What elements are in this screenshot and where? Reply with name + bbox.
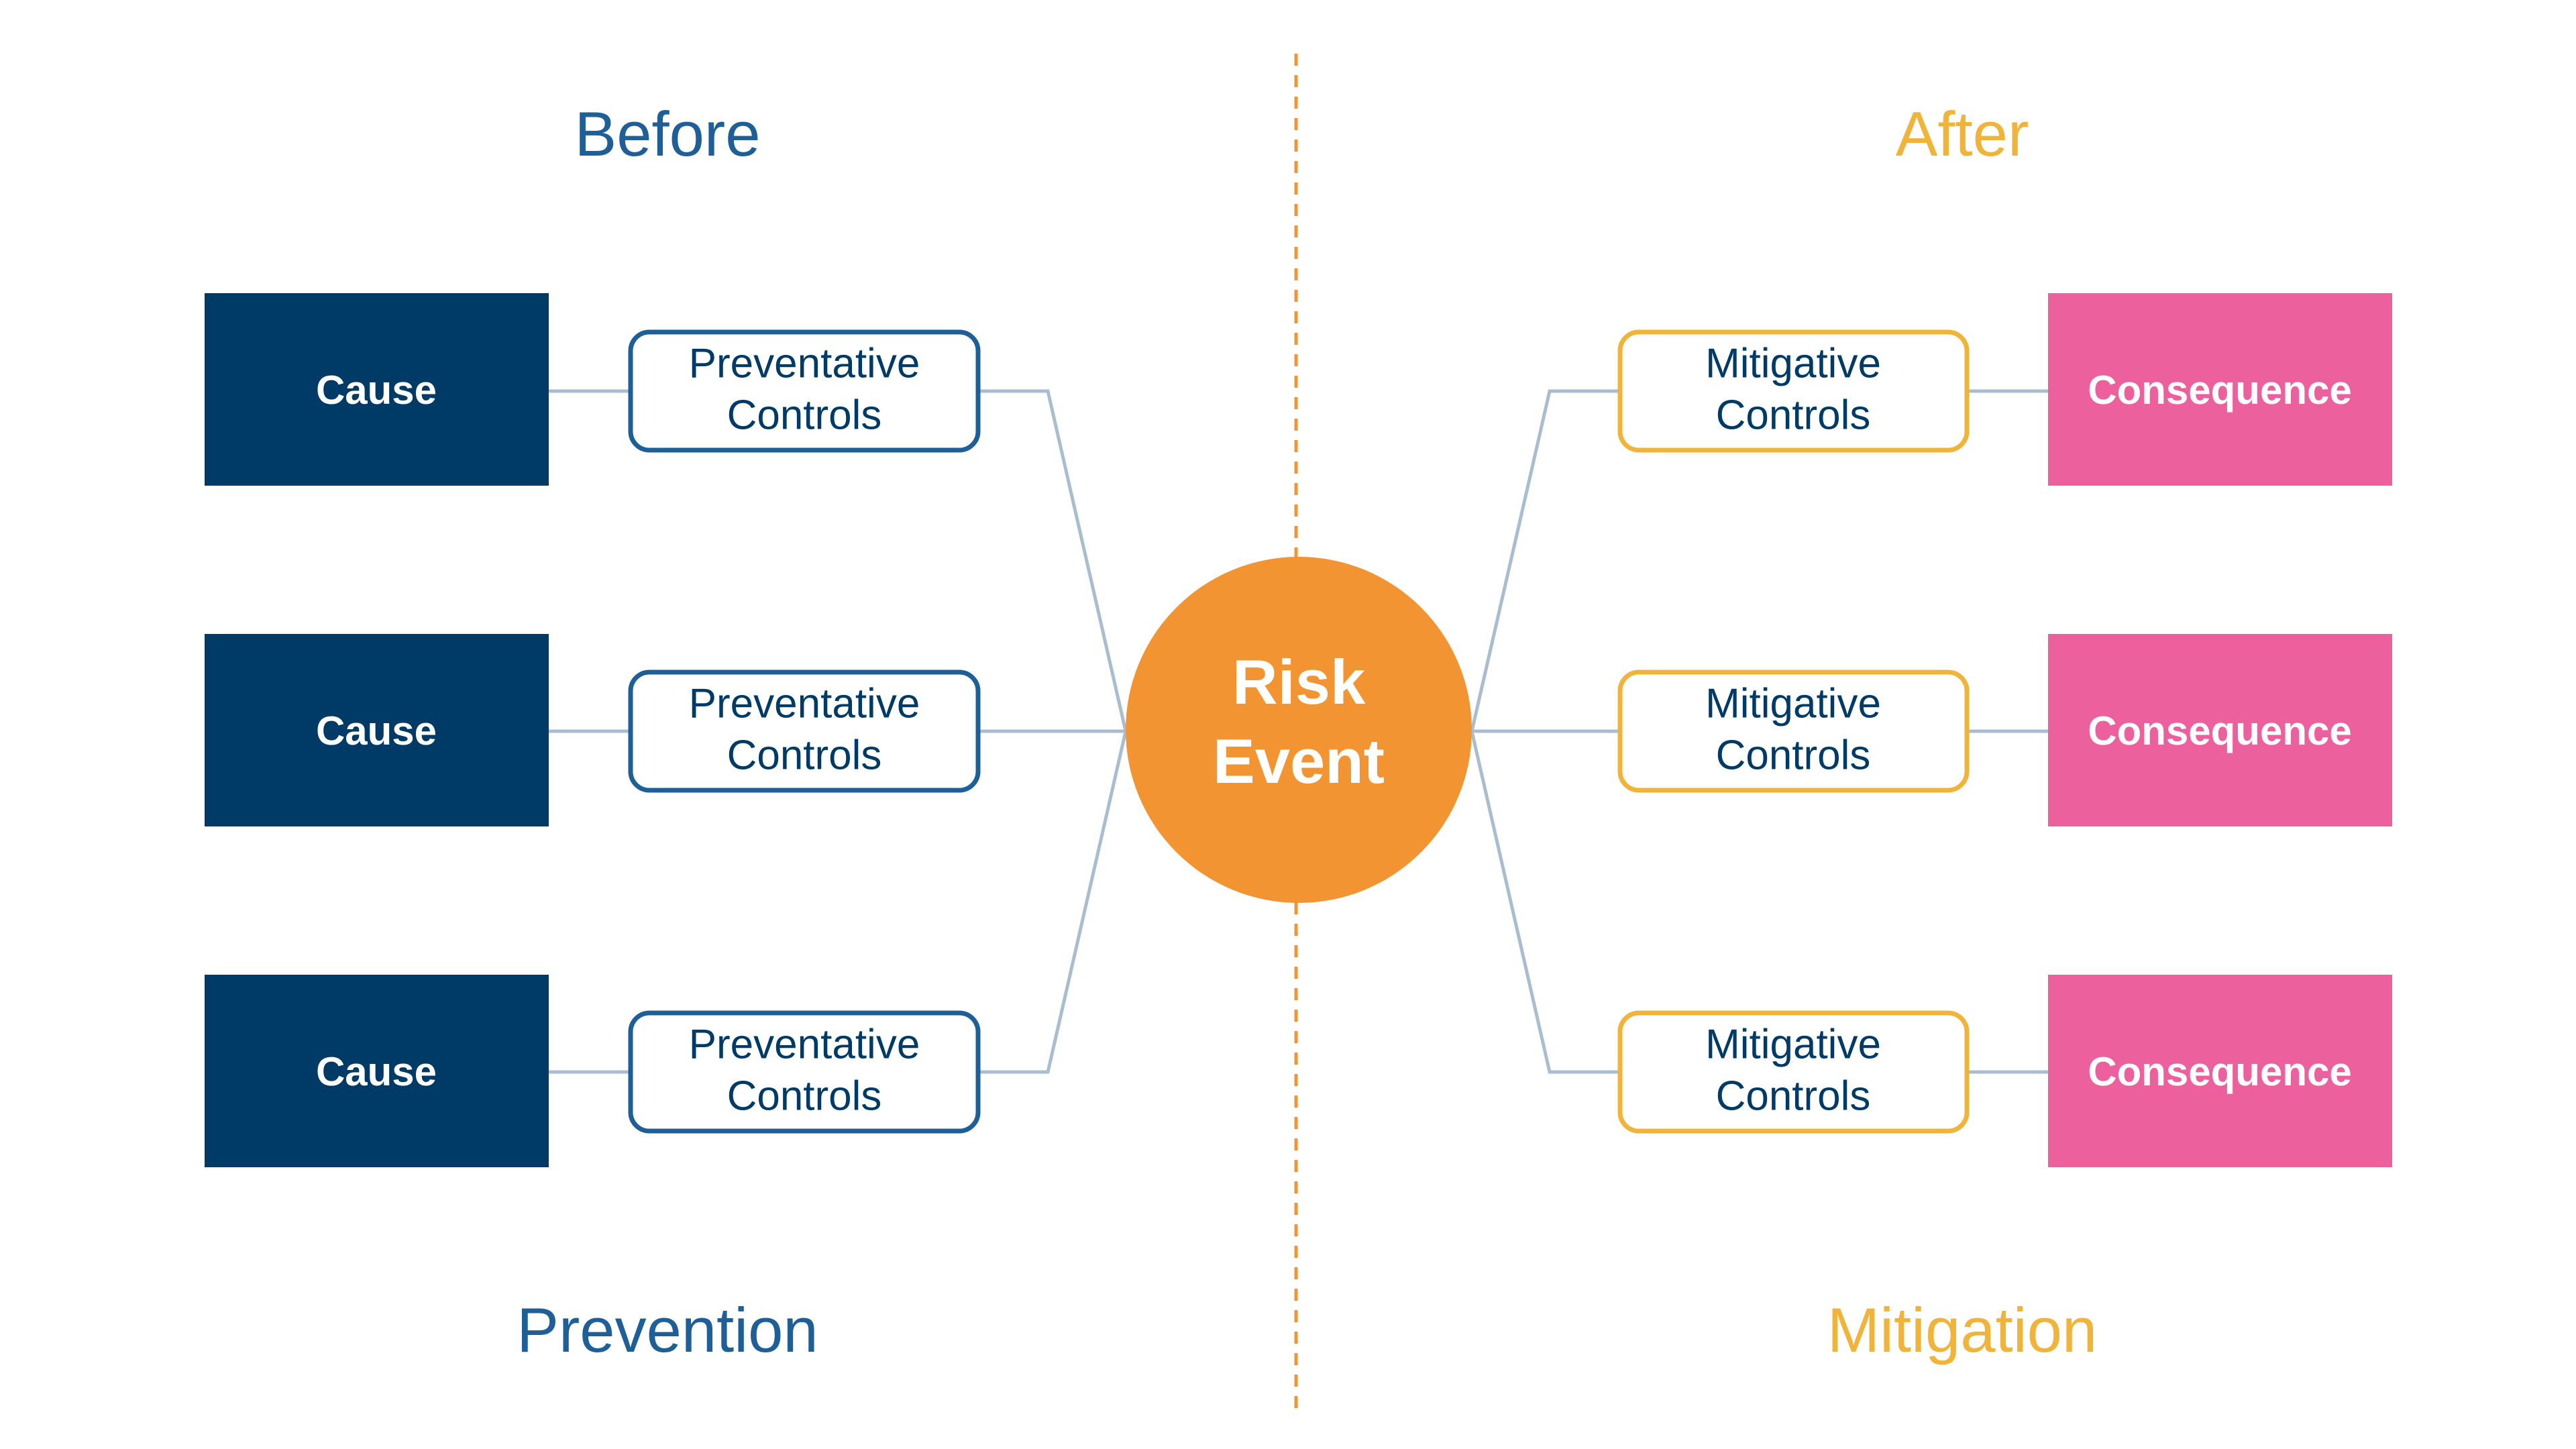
risk-to-control-connector [1470,731,1620,1074]
preventative-controls-node: Preventative Controls [628,1010,981,1134]
preventative-controls-box [628,669,981,793]
mitigative-controls-label-line2: Controls [1716,1073,1871,1119]
consequence-box [2048,293,2392,486]
mitigative-controls-label-line1: Mitigative [1705,680,1881,727]
heading-prevention: Prevention [517,1295,818,1365]
risk-event-node: Risk Event [1126,557,1472,903]
right-connectors [1470,389,2048,1074]
consequence-node: Consequence [2048,634,2392,826]
consequence-label: Consequence [2088,368,2351,413]
mitigative-controls-box [1617,1010,1970,1134]
cause-node: Cause [205,634,549,826]
heading-before: Before [575,99,761,169]
risk-event-label-line2: Event [1213,726,1385,796]
mitigative-controls-label-line1: Mitigative [1705,340,1881,386]
cause-node: Cause [205,975,549,1167]
risk-event-label-line1: Risk [1232,647,1366,717]
mitigative-controls-box [1617,669,1970,793]
mitigative-controls-label-line1: Mitigative [1705,1021,1881,1067]
control-to-risk-connector [978,389,1128,732]
heading-mitigation: Mitigation [1827,1295,2097,1365]
preventative-controls-label-line2: Controls [727,732,882,778]
preventative-controls-label-line1: Preventative [689,1021,920,1067]
mitigative-controls-node: Mitigative Controls [1617,329,1970,453]
preventative-controls-node: Preventative Controls [628,329,981,453]
cause-box [205,975,549,1167]
preventative-controls-node: Preventative Controls [628,669,981,793]
mitigative-controls-node: Mitigative Controls [1617,1010,1970,1134]
consequence-node: Consequence [2048,975,2392,1167]
preventative-controls-box [628,329,981,453]
preventative-controls-label-line1: Preventative [689,680,920,727]
cause-node: Cause [205,293,549,486]
consequence-label: Consequence [2088,1049,2351,1094]
risk-event-circle [1126,557,1472,903]
cause-label: Cause [316,708,437,753]
cause-box [205,293,549,486]
mitigative-controls-label-line2: Controls [1716,732,1871,778]
consequence-box [2048,975,2392,1167]
preventative-controls-label-line2: Controls [727,392,882,438]
control-to-risk-connector [978,731,1128,1074]
heading-after: After [1896,99,2029,169]
cause-label: Cause [316,1049,437,1094]
mitigative-controls-node: Mitigative Controls [1617,669,1970,793]
preventative-controls-label-line2: Controls [727,1073,882,1119]
mitigative-controls-box [1617,329,1970,453]
preventative-controls-label-line1: Preventative [689,340,920,386]
consequence-label: Consequence [2088,708,2351,753]
consequence-node: Consequence [2048,293,2392,486]
preventative-controls-box [628,1010,981,1134]
mitigative-controls-label-line2: Controls [1716,392,1871,438]
consequence-box [2048,634,2392,826]
cause-label: Cause [316,368,437,413]
cause-box [205,634,549,826]
risk-to-control-connector [1470,389,1620,732]
left-connectors [549,389,1128,1074]
